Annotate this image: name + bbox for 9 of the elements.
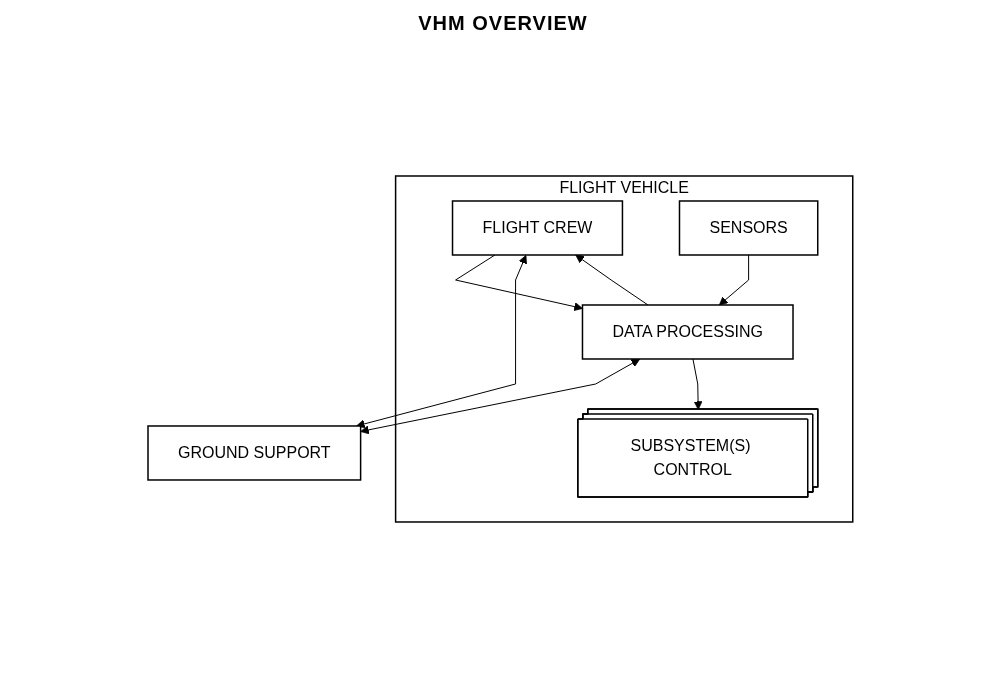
node-box: GROUND SUPPORT — [146, 425, 361, 481]
arrow — [454, 254, 583, 311]
arrow — [718, 254, 749, 306]
arrow — [574, 254, 649, 306]
node-box: SENSORS — [678, 200, 819, 256]
arrow — [355, 254, 527, 429]
node-box: FLIGHT CREW — [451, 200, 623, 256]
diagram-title: VHM OVERVIEW — [417, 12, 589, 35]
node-box: DATA PROCESSING — [581, 304, 794, 360]
